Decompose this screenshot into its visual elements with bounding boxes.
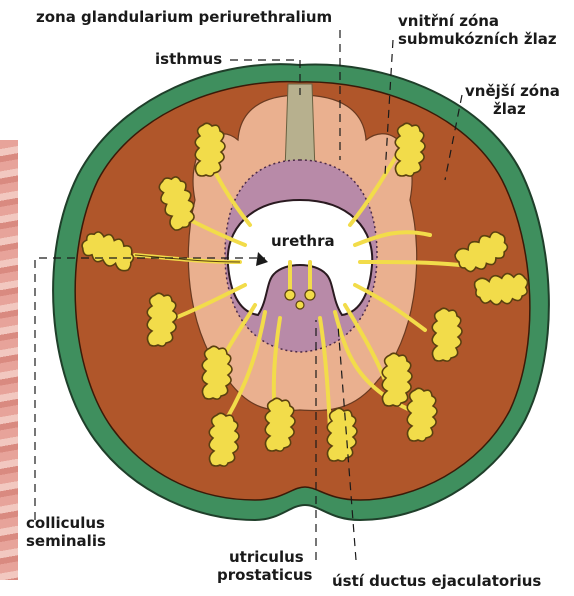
gland-acinus [195, 123, 225, 176]
label-colliculus-line2: seminalis [26, 532, 106, 550]
label-isthmus: isthmus [155, 50, 222, 68]
label-colliculus-line1: colliculus [26, 514, 106, 532]
label-utriculus-line1: utriculus [217, 548, 312, 566]
gland-acinus [209, 413, 239, 466]
label-vnejsi-zona-line1: vnější zóna [465, 82, 560, 100]
gland-acinus [395, 123, 425, 176]
label-vnitrni-zona-line2: submukózních žlaz [398, 30, 557, 48]
gland-acinus [147, 293, 177, 346]
label-vnitrni-zona: vnitřní zóna submukózních žlaz [398, 12, 557, 48]
gland-acinus [265, 398, 295, 451]
gland-acinus [407, 388, 437, 441]
gland-acinus [202, 346, 232, 399]
label-utriculus-line2: prostaticus [217, 566, 312, 584]
label-utriculus: utriculus prostaticus [217, 548, 312, 584]
label-usti-ductus: ústí ductus ejaculatorius [332, 572, 541, 590]
label-zona-glandularium: zona glandularium periurethralium [36, 8, 332, 26]
label-colliculus: colliculus seminalis [26, 514, 106, 550]
gland-acinus [327, 408, 357, 461]
label-vnejsi-zona: vnější zóna žlaz [465, 82, 560, 118]
label-urethra: urethra [271, 232, 335, 250]
label-vnejsi-zona-line2: žlaz [465, 100, 560, 118]
gland-acinus [432, 308, 462, 361]
label-vnitrni-zona-line1: vnitřní zóna [398, 12, 557, 30]
gland-acinus [382, 353, 412, 406]
